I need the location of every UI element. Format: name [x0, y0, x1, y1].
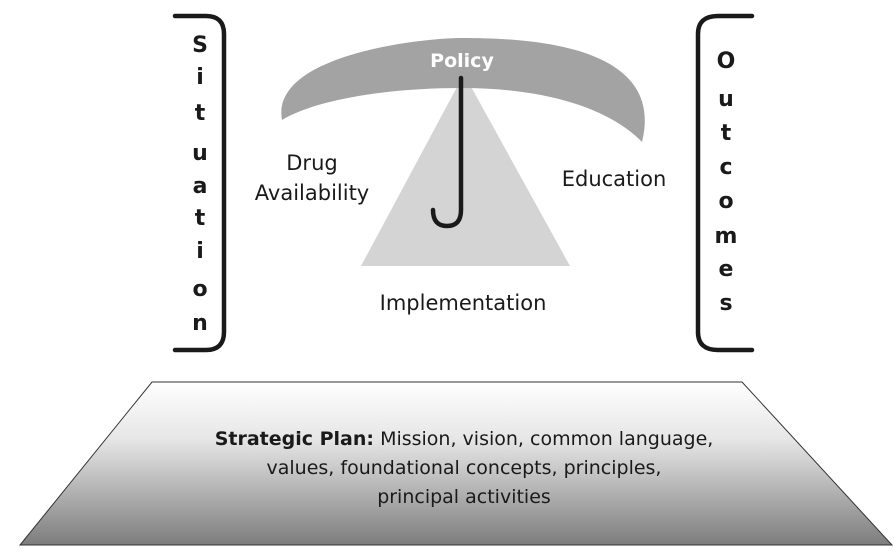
strategic-plan-line1: Strategic Plan: Mission, vision, common …: [215, 428, 714, 450]
strategic-plan-line2: values, foundational concepts, principle…: [267, 457, 662, 479]
outcomes-letter: t: [721, 121, 732, 146]
situation-letter: t: [195, 206, 206, 231]
education-label: Education: [562, 167, 667, 191]
outcomes-letter: m: [715, 224, 738, 249]
outcomes-letter: e: [719, 257, 734, 282]
implementation-triangle: [361, 74, 570, 266]
outcomes-letter: c: [719, 155, 732, 180]
strategic-plan-base: [18, 381, 894, 546]
situation-letter: i: [196, 65, 204, 90]
strategic-plan-line3: principal activities: [377, 486, 551, 508]
implementation-label: Implementation: [380, 291, 547, 315]
situation-letter: a: [193, 174, 208, 199]
situation-letter: u: [192, 141, 208, 166]
situation-letter: i: [196, 239, 204, 264]
strategic-plan-heading: Strategic Plan:: [215, 428, 374, 450]
situation-letter: S: [192, 33, 208, 58]
situation-letter: n: [192, 311, 208, 336]
outcomes-bracket: [695, 13, 755, 353]
outcomes-letter: o: [718, 189, 733, 214]
outcomes-letter: s: [719, 291, 732, 316]
strategic-plan-text-1: Mission, vision, common language,: [380, 428, 713, 450]
drug-label-line1: Drug: [286, 151, 337, 175]
availability-label: Availability: [255, 181, 369, 205]
situation-label: S i t u a t i o n: [192, 33, 208, 336]
situation-letter: t: [195, 101, 206, 126]
outcomes-letter: u: [718, 87, 734, 112]
policy-label: Policy: [430, 50, 494, 72]
situation-letter: o: [192, 277, 207, 302]
policy-umbrella-canopy: [281, 38, 645, 142]
outcomes-label: O u t c o m e s: [715, 49, 738, 316]
umbrella-handle: [430, 75, 464, 229]
situation-bracket: [172, 13, 227, 353]
outcomes-letter: O: [717, 49, 736, 74]
